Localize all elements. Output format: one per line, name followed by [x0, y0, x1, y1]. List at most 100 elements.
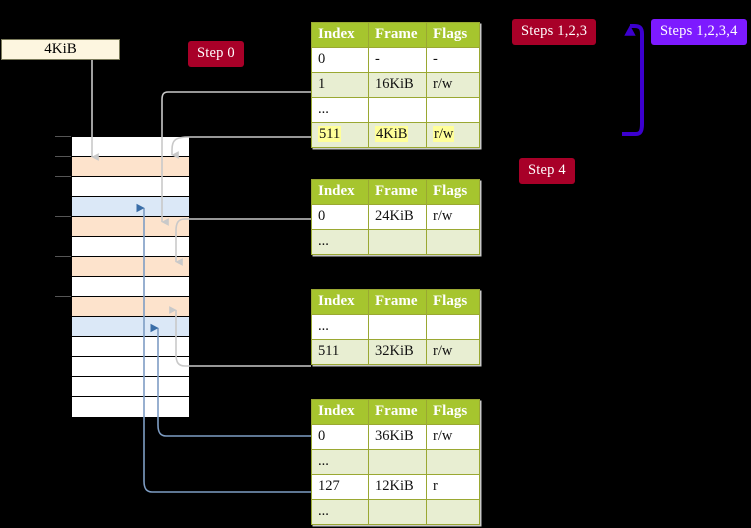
cell-index: ... [311, 314, 369, 340]
cell-flags: - [426, 47, 480, 73]
memory-frame-row [72, 297, 189, 317]
cell-flags [426, 97, 480, 123]
cell-flags [426, 314, 480, 340]
table-row: ... [311, 314, 480, 340]
column-header-index: Index [311, 289, 369, 315]
cell-frame: 36KiB [368, 424, 427, 450]
memory-frame-row [72, 177, 189, 197]
cell-flags: r [426, 474, 480, 500]
cell-flags: r/w [426, 424, 480, 450]
cell-flags: r/w [426, 122, 480, 148]
cell-flags [426, 499, 480, 525]
memory-frame-row [72, 357, 189, 377]
cell-frame: 32KiB [368, 339, 427, 365]
memory-tick-mark [55, 176, 71, 177]
cell-index: 511 [311, 122, 369, 148]
cell-index: ... [311, 449, 369, 475]
column-header-flags: Flags [426, 179, 480, 205]
page-size-box: 4KiB [1, 39, 120, 60]
table-row: 0-- [311, 47, 480, 73]
cell-index: ... [311, 229, 369, 255]
highlight-span: 4KiB [375, 126, 409, 142]
step0-badge: Step 0 [188, 41, 244, 67]
column-header-index: Index [311, 179, 369, 205]
table-row: ... [311, 449, 480, 475]
column-header-index: Index [311, 22, 369, 48]
wire-t3-511 [175, 320, 311, 367]
memory-frame-row [72, 377, 189, 397]
memory-frame-row [72, 157, 189, 177]
cell-frame: 24KiB [368, 204, 427, 230]
cell-flags: r/w [426, 339, 480, 365]
cell-index: 127 [311, 474, 369, 500]
memory-frame-row [72, 317, 189, 337]
table-row: 511 4KiB r/w [311, 122, 480, 148]
cell-frame [368, 499, 427, 525]
cell-frame: - [368, 47, 427, 73]
column-header-frame: Frame [368, 179, 427, 205]
memory-tick-mark [55, 216, 71, 217]
column-header-frame: Frame [368, 289, 427, 315]
physical-memory-map [71, 136, 190, 417]
cell-index: ... [311, 97, 369, 123]
cell-frame: 4KiB [368, 122, 427, 148]
memory-frame-row [72, 137, 189, 157]
wire-t2-row0 [175, 218, 311, 252]
cell-frame: 16KiB [368, 72, 427, 98]
steps1234-badge: Steps 1,2,3,4 [651, 19, 747, 45]
cell-flags: r/w [426, 72, 480, 98]
cell-frame [368, 314, 427, 340]
cell-index: 511 [311, 339, 369, 365]
memory-frame-row [72, 277, 189, 297]
column-header-index: Index [311, 399, 369, 425]
memory-frame-row [72, 237, 189, 257]
memory-frame-row [72, 397, 189, 417]
column-header-flags: Flags [426, 399, 480, 425]
memory-tick-mark [55, 296, 71, 297]
cell-flags [426, 449, 480, 475]
column-header-frame: Frame [368, 399, 427, 425]
cell-flags [426, 229, 480, 255]
memory-frame-row [72, 337, 189, 357]
memory-tick-mark [55, 136, 71, 137]
memory-tick-mark [55, 156, 71, 157]
cell-frame [368, 97, 427, 123]
table-row: ... [311, 229, 480, 255]
highlight-span: 511 [318, 126, 342, 142]
cell-index: 0 [311, 47, 369, 73]
cell-index: 1 [311, 72, 369, 98]
highlight-span: r/w [433, 126, 455, 142]
memory-frame-row [72, 197, 189, 217]
steps123-badge: Steps 1,2,3 [512, 19, 597, 45]
memory-tick-mark [55, 256, 71, 257]
cell-index: ... [311, 499, 369, 525]
column-header-flags: Flags [426, 22, 480, 48]
table-row: ... [311, 499, 480, 525]
cell-index: 0 [311, 204, 369, 230]
column-header-frame: Frame [368, 22, 427, 48]
cell-flags: r/w [426, 204, 480, 230]
cell-index: 0 [311, 424, 369, 450]
memory-frame-row [72, 217, 189, 237]
step4-badge: Step 4 [519, 158, 575, 184]
cell-frame [368, 449, 427, 475]
memory-frame-row [72, 257, 189, 277]
cell-frame: 12KiB [368, 474, 427, 500]
column-header-flags: Flags [426, 289, 480, 315]
table-row: ... [311, 97, 480, 123]
cell-frame [368, 229, 427, 255]
wire-violet-bracket [622, 24, 644, 136]
